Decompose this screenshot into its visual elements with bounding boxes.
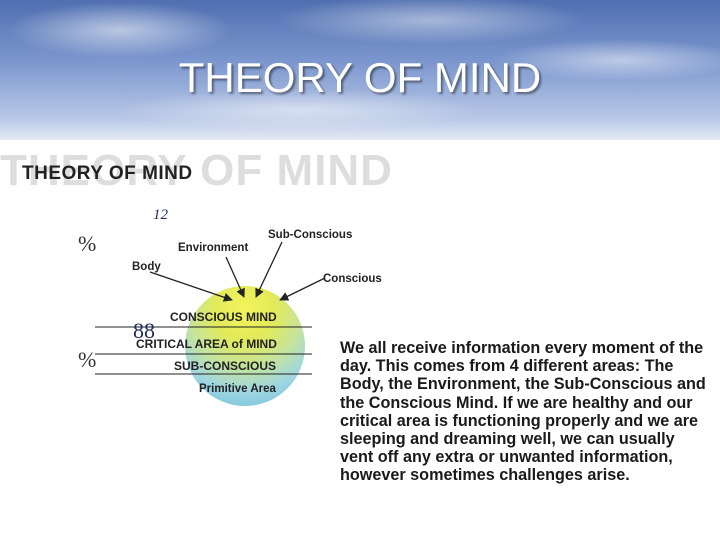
annotation-percent-lower: % — [78, 347, 96, 373]
layer-conscious-mind: CONSCIOUS MIND — [170, 310, 277, 324]
annotation-eighty-eight: 88 — [133, 318, 155, 344]
annotation-twelve: 12 — [153, 207, 168, 224]
layer-sub-conscious: SUB-CONSCIOUS — [174, 359, 276, 373]
arrow-body — [150, 272, 232, 300]
layer-primitive: Primitive Area — [199, 383, 277, 395]
annotation-percent-upper: % — [78, 231, 96, 257]
explanation-paragraph: We all receive information every moment … — [340, 339, 710, 485]
arrow-sub-conscious — [256, 242, 282, 297]
label-environment: Environment — [178, 242, 248, 254]
label-sub-conscious: Sub-Conscious — [268, 229, 352, 241]
label-body: Body — [132, 261, 161, 273]
layer-critical-area: CRITICAL AREA of MIND — [136, 337, 277, 351]
label-conscious: Conscious — [323, 273, 382, 285]
arrow-conscious — [280, 278, 325, 300]
